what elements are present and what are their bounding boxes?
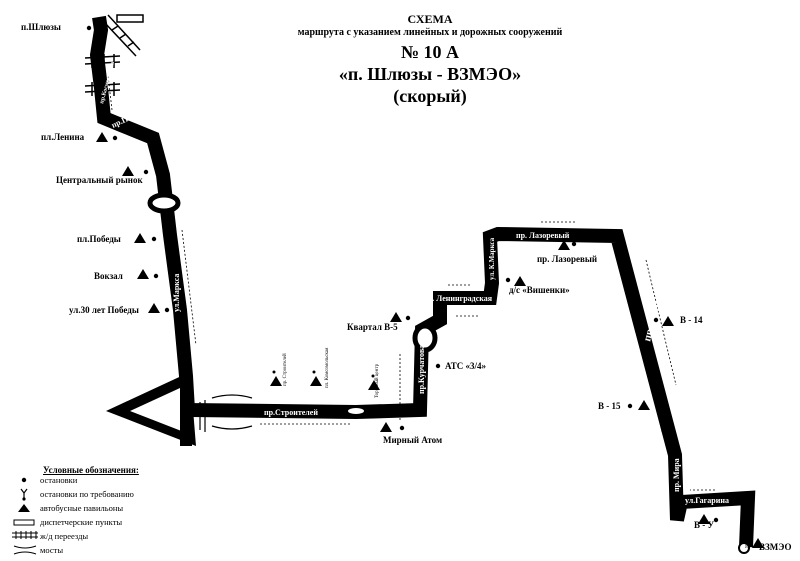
route-type: (скорый)	[393, 86, 467, 106]
request-stop-icon	[20, 488, 28, 498]
stop-v14: В - 14	[680, 315, 703, 325]
stop-mirny: Мирный Атом	[383, 435, 443, 445]
legend-item-pavilion: автобусные павильоны	[40, 503, 124, 513]
stop-lenina: пл.Ленина	[41, 132, 85, 142]
bridge-icon	[13, 545, 37, 555]
stop-dots	[86, 25, 719, 523]
stop-30-let: ул.30 лет Победы	[69, 305, 139, 315]
legend-item-railroad: ж/д переезды	[40, 531, 89, 541]
legend-item-dispatcher: диспетчерские пункты	[40, 517, 123, 527]
stop-vishenki: д/с «Вишенки»	[509, 285, 570, 295]
header-line2: маршрута с указанием линейных и дорожных…	[297, 27, 563, 38]
stop-shluzy: п.Шлюзы	[21, 22, 61, 32]
stop-vu: В - У	[694, 520, 715, 530]
route-name: «п. Шлюзы - ВЗМЭО»	[338, 64, 522, 84]
street-leningradskaya: ул. Ленинградская	[424, 294, 493, 303]
pavilion-icons	[96, 132, 764, 548]
stop-lazorevy: пр. Лазоревый	[537, 254, 598, 264]
stop-icon	[21, 477, 27, 483]
street-kurchatova: пр.Курчатова	[417, 345, 426, 394]
direction-arrows	[107, 74, 715, 491]
street-vostochnaya: ул.Восточная	[743, 522, 748, 548]
dispatcher-icon	[13, 519, 35, 526]
header-line1: СХЕМА	[407, 12, 453, 26]
roundabouts	[147, 192, 750, 554]
street-labels-side: пр. Строителей пл. Комсомольская Торговы…	[283, 347, 748, 548]
dispatcher-point	[116, 14, 144, 23]
stop-ats: АТС «3/4»	[445, 361, 486, 371]
bridges	[199, 394, 253, 432]
street-stroiteley: пр.Строителей	[264, 408, 318, 417]
legend-item-request-stop: остановки по требованию	[40, 489, 134, 499]
triangle-junction	[106, 372, 196, 446]
stop-v15: В - 15	[598, 401, 621, 411]
legend-item-bridge: мосты	[40, 545, 64, 555]
street-kmarksa: ул. К.Маркса	[488, 237, 496, 280]
street-stroiteley-small: пр. Строителей	[283, 353, 288, 386]
stop-vokzal: Вокзал	[94, 271, 123, 281]
legend-item-stop: остановки	[40, 475, 78, 485]
stop-vzmeo: ВЗМЭО	[759, 542, 792, 552]
pavilion-icon	[18, 504, 30, 512]
street-lazorevy: пр. Лазоревый	[516, 231, 570, 240]
stop-kvartal: Квартал В-5	[347, 322, 398, 332]
stop-market: Центральный рынок	[56, 175, 143, 185]
railroad-icon	[12, 531, 38, 539]
railroad-crossings	[84, 14, 141, 96]
street-trade-center: Торговый центр	[375, 363, 380, 398]
street-komsomolskaya: пл. Комсомольская	[325, 347, 330, 388]
street-mira-lower: пр. Мира	[672, 458, 681, 492]
route-number: № 10 А	[400, 42, 460, 62]
legend-symbols	[12, 477, 38, 555]
street-marksa: ул.Маркса	[172, 274, 181, 312]
stop-pobedy: пл.Победы	[77, 234, 121, 244]
route-line	[89, 15, 756, 548]
legend-title: Условные обозначения:	[43, 465, 139, 475]
street-gagarina: ул.Гагарина	[685, 496, 729, 505]
